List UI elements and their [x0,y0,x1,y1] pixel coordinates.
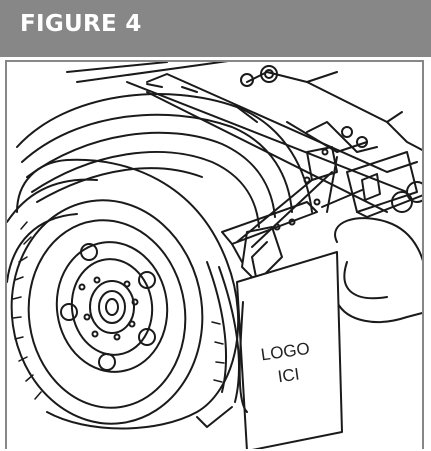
truck-wheel-illustration [7,62,422,449]
rear-tire [334,181,422,323]
fender [16,83,313,228]
mudflap [236,251,343,449]
front-tire [7,158,240,430]
wheel-hub [55,241,169,373]
figure-header: FIGURE 4 [0,0,431,57]
tire-tread [12,221,225,400]
illustration-frame: LOGO ICI [5,60,424,449]
figure-title: FIGURE 4 [20,11,142,37]
